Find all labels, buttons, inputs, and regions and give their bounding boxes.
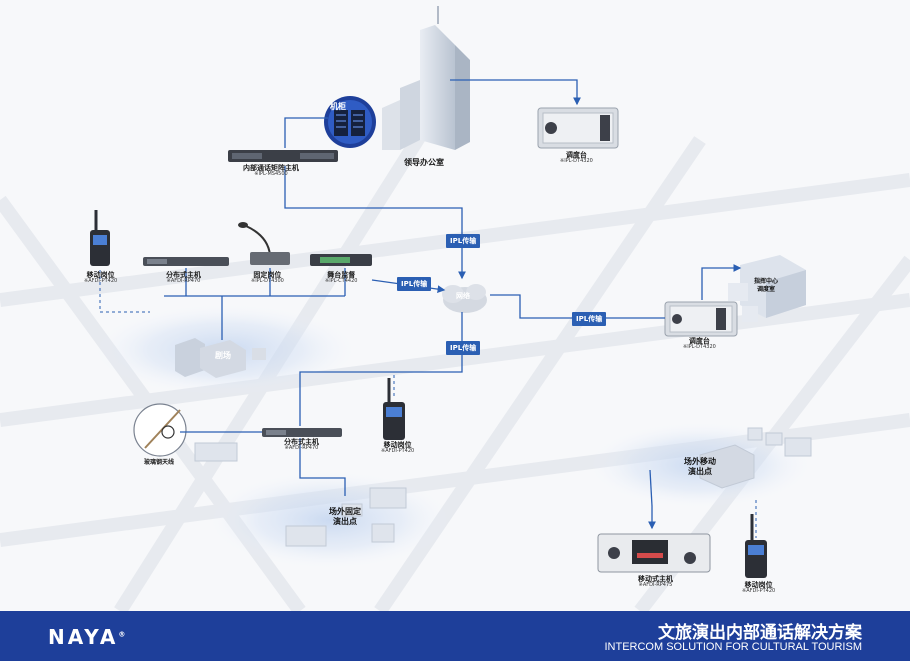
diagram-graphics: [0, 6, 910, 611]
outdoor-fixed-label: 场外固定 演出点: [329, 507, 361, 527]
antenna-label: 玻璃钢天线: [144, 459, 175, 466]
wireless-lines: [99, 270, 757, 538]
ipl-tag-bottom: IPL传输: [446, 341, 481, 355]
console-right-device: [664, 301, 738, 337]
theater-building: [175, 338, 266, 378]
outdoor-mobile-label: 场外移动 演出点: [684, 457, 716, 477]
footer-title-cn: 文旅演出内部通话解决方案: [658, 623, 862, 643]
console-right-label: 调度台※IPL-DT4320: [683, 337, 716, 351]
outdoor-mobile-buildings: [699, 427, 812, 489]
dist-host-top-device: [143, 257, 229, 266]
fixed-post-label: 固定岗位※IPL-DT4300: [251, 271, 284, 285]
network-cloud-icon: [442, 284, 487, 313]
fixed-post-device: [238, 222, 290, 265]
ipl-tag-left: IPL传输: [397, 277, 432, 291]
footer-banner: NAYA® 文旅演出内部通话解决方案 INTERCOM SOLUTION FOR…: [0, 611, 910, 661]
office-label: 领导办公室: [404, 158, 444, 167]
dist-host-bottom-label: 分布式主机※AFDI-RP470: [284, 438, 319, 452]
beltpack-mid-label: 移动岗位※AFDI-PT420: [381, 441, 415, 455]
stage-manager-device: [310, 254, 372, 266]
beltpack-left-label: 移动岗位※AFDI-PT420: [84, 271, 118, 285]
dispatch-center-building: [728, 255, 806, 322]
theater-label: 剧场: [215, 351, 231, 360]
stage-manager-label: 舞台监督※IPL-CT4420: [325, 271, 358, 285]
dist-host-top-label: 分布式主机※AFDI-RP470: [166, 271, 201, 285]
brand-logo: NAYA®: [48, 625, 126, 649]
mobile-host-label: 移动式主机※AFDI-RP475: [638, 575, 673, 589]
cabinet-label: 机柜: [330, 102, 346, 111]
matrix-label: 内部通话矩阵主机※IPL-MS4500: [243, 164, 299, 178]
ipl-tag-top: IPL传输: [446, 234, 481, 248]
dist-host-bottom-device: [262, 428, 342, 437]
office-tower-icon: [382, 6, 470, 150]
beltpack-right-label: 移动岗位※AFDI-PT420: [742, 581, 776, 595]
matrix-host-device: [228, 150, 338, 162]
mobile-host-device: [597, 533, 711, 573]
beltpack-right-device: [745, 514, 767, 578]
console-top-label: 调度台※IPL-DT4320: [560, 151, 593, 165]
cabinet-icon: [324, 96, 376, 148]
antenna-icon: [133, 403, 187, 457]
outdoor-fixed-buildings: [194, 442, 407, 547]
dispatch-center-label: 指挥中心 调度室: [754, 278, 779, 293]
console-top-device: [537, 107, 619, 149]
footer-title-en: INTERCOM SOLUTION FOR CULTURAL TOURISM: [604, 641, 862, 653]
beltpack-left-device: [90, 210, 110, 266]
ipl-tag-right: IPL传输: [572, 312, 607, 326]
network-label: 网络: [456, 292, 470, 300]
beltpack-mid-device: [383, 378, 405, 440]
